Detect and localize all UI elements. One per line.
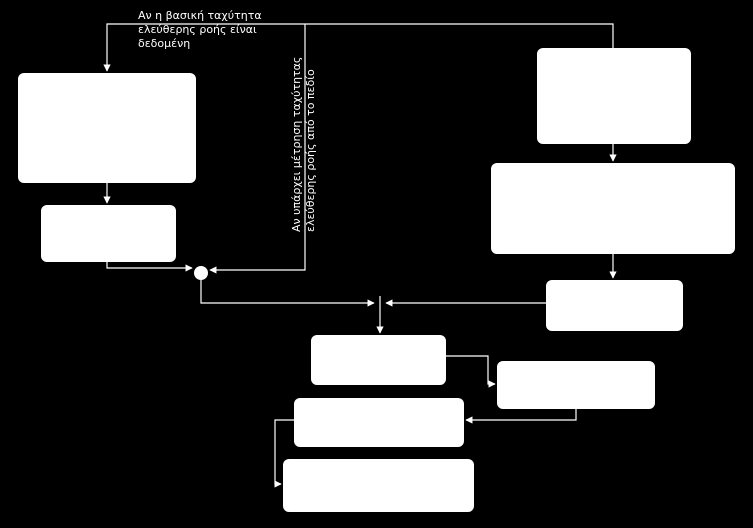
connector-top-loop	[103, 23, 614, 72]
box-center-right	[497, 361, 655, 409]
box-center	[311, 335, 446, 385]
connector-lowercenter-to-bottom	[274, 419, 294, 488]
box-lower-center	[294, 398, 464, 447]
top-label-line-2: ελεύθερης ροής είναι	[138, 23, 257, 36]
box-left-small	[41, 205, 176, 262]
connector-junction-to-merge	[200, 280, 375, 307]
connector-measurement-to-junction	[209, 24, 306, 274]
vertical-label-line-2: ελεύθερης ροής από το πεδίο	[304, 69, 317, 232]
connector-leftsmall-to-junction	[106, 262, 193, 272]
top-label-line-3: δεδομένη	[138, 37, 190, 50]
box-right-large	[491, 163, 735, 254]
top-label-line-1: Αν η βασική ταχύτητα	[138, 9, 262, 22]
box-right-small	[546, 280, 683, 331]
connector-center-to-centerright	[446, 355, 496, 388]
junction-node	[194, 266, 208, 280]
box-bottom	[283, 459, 474, 512]
box-top-right	[537, 48, 691, 144]
vertical-label-line-1: Αν υπάρχει μέτρηση ταχύτητας	[290, 57, 303, 232]
box-top-left	[18, 73, 196, 183]
connector-centerright-to-lowercenter	[465, 409, 577, 424]
top-label: Αν η βασική ταχύτητα ελεύθερης ροής είνα…	[138, 9, 265, 50]
vertical-label: Αν υπάρχει μέτρηση ταχύτητας ελεύθερης ρ…	[290, 53, 317, 232]
